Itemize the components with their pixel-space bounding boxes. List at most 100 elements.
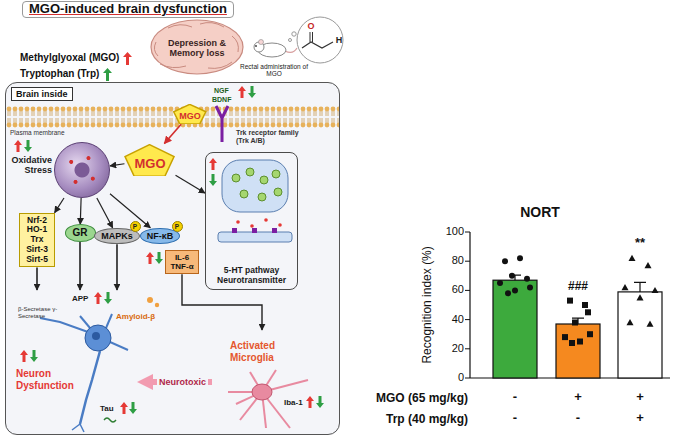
swatch-arrow <box>123 52 132 65</box>
data-point <box>512 287 518 293</box>
data-point <box>502 258 508 264</box>
node-label: MAPKs <box>101 231 133 241</box>
serotonin-dot <box>250 224 254 228</box>
neuron-soma <box>85 325 111 351</box>
legend-text: Methylglyoxal (MGO) <box>20 52 119 64</box>
vesicle <box>258 193 266 201</box>
decrease-arrow <box>155 252 163 264</box>
dose-sign: - <box>513 411 517 426</box>
postsynaptic-membrane <box>218 232 292 242</box>
serotonin-receptor <box>232 228 237 233</box>
decrease-arrow <box>248 86 256 98</box>
legend-item: Methylglyoxal (MGO) <box>20 50 132 66</box>
trk-receptor <box>216 106 228 142</box>
mouse-tail <box>285 48 297 52</box>
increase-arrow <box>120 402 128 414</box>
node-label: MGO <box>134 157 165 172</box>
mgo-trp-points <box>622 255 659 327</box>
data-point <box>637 294 644 300</box>
connector-label: Neurotoxic <box>157 377 208 387</box>
connector-arrow <box>110 164 124 166</box>
connector-arrow <box>79 242 81 290</box>
data-point <box>509 273 515 279</box>
legend-item: Tryptophan (Trp) <box>20 66 132 82</box>
connector-arrow <box>36 267 38 290</box>
decrease-arrow <box>209 174 217 186</box>
bar-mgo <box>556 324 600 378</box>
molecule-bond <box>312 32 313 42</box>
increase-arrow <box>146 252 154 264</box>
tick-label: 0 <box>458 371 464 384</box>
mouse-ear <box>259 40 264 45</box>
synapse-box: 5-HT pathway Neurotransmitter <box>205 152 298 290</box>
data-point <box>647 321 654 327</box>
bar-mgo-trp <box>618 292 662 378</box>
vesicle <box>274 188 282 196</box>
data-point <box>629 255 636 261</box>
serotonin-dot <box>278 223 282 227</box>
node-label: MGO <box>179 111 201 121</box>
molecule-bubble <box>297 17 343 63</box>
tick-mark <box>465 378 470 379</box>
serotonin-receptor <box>272 228 277 233</box>
microglia-area: Activated Microglia <box>212 330 336 432</box>
tick-label: 80 <box>452 254 464 267</box>
dendrite <box>106 314 112 328</box>
chart-title: NORT <box>520 204 560 220</box>
node-heading: Oxidative Stress <box>8 155 52 176</box>
tick-label: 100 <box>446 225 464 238</box>
significance-mark: ** <box>635 236 645 251</box>
dose-sign: + <box>574 390 582 405</box>
tick-mark <box>465 232 470 233</box>
dendrite <box>110 342 128 350</box>
node-label: GR <box>73 227 88 239</box>
significance-mark: ### <box>568 280 588 294</box>
pentagon-shape <box>125 144 174 176</box>
brain-gyrus <box>208 62 232 68</box>
increase-arrow <box>238 86 246 98</box>
vesicle <box>272 170 280 178</box>
data-point <box>517 255 523 261</box>
node-label: 5-HT pathway Neurotransmitter <box>209 266 294 286</box>
node-heading: Neuron Dysfunction <box>16 368 76 392</box>
receptor-label: Trk receptor family (Trk A/B) <box>236 129 300 145</box>
tau-tangle <box>104 418 116 422</box>
mgo-pentagon: MGO <box>173 104 207 124</box>
dose-sign: + <box>636 390 644 405</box>
data-point <box>627 319 634 325</box>
brain-gyrus <box>168 25 192 28</box>
axis-title: Recognition index (%) <box>421 246 435 363</box>
legend-swatch <box>103 68 112 81</box>
vesicle <box>260 176 268 184</box>
row-label: Trp (40 mg/kg) <box>386 413 468 427</box>
axon <box>80 351 100 424</box>
data-point <box>587 331 593 337</box>
legend-swatch <box>123 52 132 65</box>
vesicle <box>232 174 240 182</box>
brain-gyrus <box>232 36 238 52</box>
brain-illustration <box>151 20 243 74</box>
mgo-points <box>562 298 593 346</box>
tick-label: 40 <box>452 313 464 326</box>
swatch-arrow <box>103 68 112 81</box>
bar-control <box>493 280 537 378</box>
data-point <box>645 262 652 268</box>
phospho-badge: P <box>172 221 183 232</box>
presynaptic-terminal <box>222 160 288 212</box>
data-point <box>577 339 583 345</box>
data-point <box>527 285 533 291</box>
panel-ground <box>5 82 340 435</box>
protein-label: Amyloid-β <box>116 312 155 321</box>
dose-sign: - <box>513 390 517 405</box>
serotonin-dot <box>264 218 268 222</box>
phospho-badge: P <box>130 221 141 232</box>
protein-label: APP <box>72 294 88 303</box>
increase-arrow <box>20 350 28 362</box>
diagram-title: MGO-induced brain dysfunction <box>22 1 234 18</box>
tick-mark <box>465 261 470 262</box>
data-point <box>572 320 578 326</box>
y-axis <box>469 232 470 378</box>
molecule-bond <box>310 32 311 42</box>
